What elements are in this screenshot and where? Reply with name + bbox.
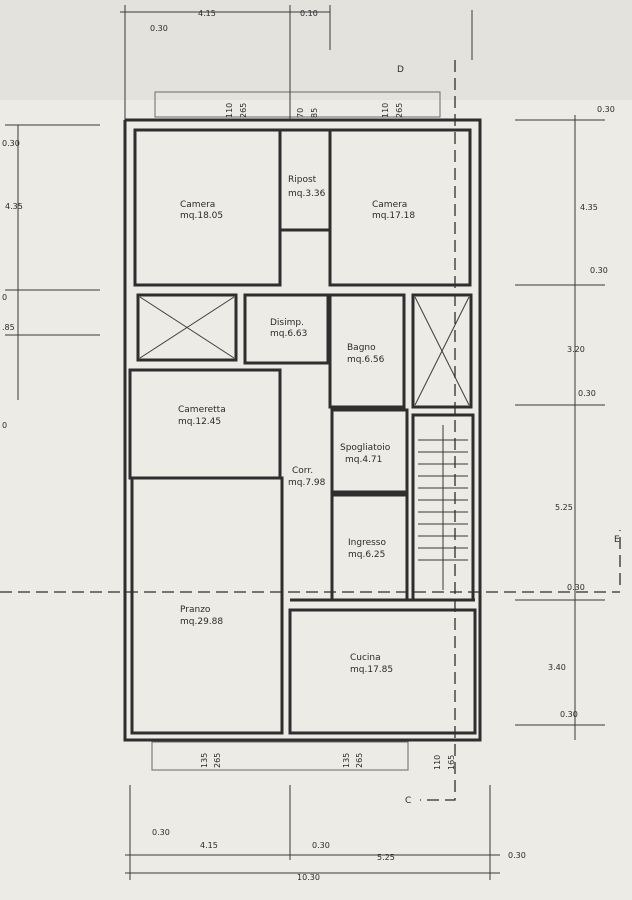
room-camera-left-name: Camera — [180, 200, 215, 210]
dim-top-mid: 0.10 — [300, 9, 318, 18]
room-ingresso-name: Ingresso — [348, 538, 386, 548]
room-labels: Camera mq.18.05 Ripost mq.3.36 Camera mq… — [178, 175, 415, 675]
top-dimension: 0.30 4.15 0.10 D — [120, 5, 473, 120]
room-disimp-name: Disimp. — [270, 318, 304, 328]
room-camera-right-area: mq.17.18 — [372, 211, 415, 221]
dim-left-3: 0 — [2, 293, 7, 302]
dim-left-4: .85 — [2, 323, 15, 332]
dim-right-7: 0.30 — [567, 583, 585, 592]
shaft-right — [411, 293, 473, 409]
section-lines — [0, 60, 621, 801]
room-cameretta-area: mq.12.45 — [178, 417, 221, 427]
bottom-window-dims: 135 265 135 265 110 165 C — [200, 753, 456, 806]
dim-window-bottom-4: 265 — [355, 753, 364, 768]
dim-window-top-3: 70 — [296, 108, 305, 118]
room-cucina-area: mq.17.85 — [350, 665, 393, 675]
dim-left-5: 0 — [2, 421, 7, 430]
dim-top-margin: 0.30 — [150, 24, 168, 33]
wall-disimp — [243, 293, 330, 365]
dim-window-bottom-3: 135 — [342, 753, 351, 768]
room-corr-name: Corr. — [292, 466, 313, 476]
dim-left-1: 0.30 — [2, 139, 20, 148]
top-window-dims: 110 265 70 85 110 265 — [225, 103, 404, 118]
dim-window-top-2: 265 — [239, 103, 248, 118]
dim-bottom-total: 10.30 — [297, 873, 320, 882]
interior-walls — [128, 128, 477, 735]
dim-right-4: 3.20 — [567, 345, 585, 354]
wall-spogliatoio — [330, 408, 409, 494]
dim-right-6: 5.25 — [555, 503, 573, 512]
dim-window-top-6: 265 — [395, 103, 404, 118]
dim-left-2: 4.35 — [5, 202, 23, 211]
wall-cucina — [288, 608, 477, 735]
dim-bottom-4: 5.25 — [377, 853, 395, 862]
dim-bottom-3: 0.30 — [312, 841, 330, 850]
dim-window-bottom-2: 265 — [213, 753, 222, 768]
outer-walls — [123, 118, 482, 742]
room-pranzo-name: Pranzo — [180, 605, 211, 615]
room-ripost-area: mq.3.36 — [288, 189, 326, 199]
room-bagno-area: mq.6.56 — [347, 355, 385, 365]
room-ingresso-area: mq.6.25 — [348, 550, 385, 560]
dim-window-top-4: 85 — [310, 108, 319, 118]
room-pranzo-area: mq.29.88 — [180, 617, 223, 627]
section-label-bottom: C — [405, 796, 411, 806]
dim-bottom-2: 4.15 — [200, 841, 218, 850]
right-dimensions: 0.30 4.35 0.30 3.20 0.30 5.25 0.30 3.40 … — [515, 105, 620, 740]
top-speckle-band — [0, 0, 632, 100]
dim-window-top-5: 110 — [381, 103, 390, 118]
dim-right-1: 0.30 — [597, 105, 615, 114]
shaft-left — [136, 293, 238, 362]
room-corr-area: mq.7.98 — [288, 478, 326, 488]
bottom-dimensions: 0.30 4.15 0.30 5.25 0.30 10.30 — [125, 785, 526, 882]
dim-window-bottom-5: 110 — [433, 755, 442, 770]
dim-window-bottom-1: 135 — [200, 753, 209, 768]
room-spogliatoio-area: mq.4.71 — [345, 455, 382, 465]
dim-right-8: 3.40 — [548, 663, 566, 672]
wall-camera-right — [328, 128, 472, 287]
balcony-bottom — [151, 741, 409, 771]
room-bagno-name: Bagno — [347, 343, 376, 353]
dim-right-3: 0.30 — [590, 266, 608, 275]
dim-bottom-5: 0.30 — [508, 851, 526, 860]
left-dimensions: 0.30 4.35 0 .85 0 — [2, 124, 100, 430]
dim-window-bottom-6: 165 — [447, 755, 456, 770]
dim-right-2: 4.35 — [580, 203, 598, 212]
room-disimp-area: mq.6.63 — [270, 329, 307, 339]
section-label-right: E — [614, 535, 620, 545]
staircase — [418, 425, 468, 590]
wall-bagno — [328, 293, 406, 409]
dim-window-top-1: 110 — [225, 103, 234, 118]
dim-bottom-1: 0.30 — [152, 828, 170, 837]
section-label-top: D — [397, 65, 404, 75]
room-cameretta-name: Cameretta — [178, 405, 226, 415]
shaft-crosses — [139, 296, 470, 406]
dim-right-5: 0.30 — [578, 389, 596, 398]
room-cucina-name: Cucina — [350, 653, 381, 663]
room-camera-left-area: mq.18.05 — [180, 211, 223, 221]
room-ripost-name: Ripost — [288, 175, 317, 185]
wall-pranzo — [130, 476, 284, 735]
room-spogliatoio-name: Spogliatoio — [340, 443, 391, 453]
dim-right-9: 0.30 — [560, 710, 578, 719]
balcony-top — [154, 91, 441, 118]
room-camera-right-name: Camera — [372, 200, 407, 210]
dim-top-width: 4.15 — [198, 9, 216, 18]
